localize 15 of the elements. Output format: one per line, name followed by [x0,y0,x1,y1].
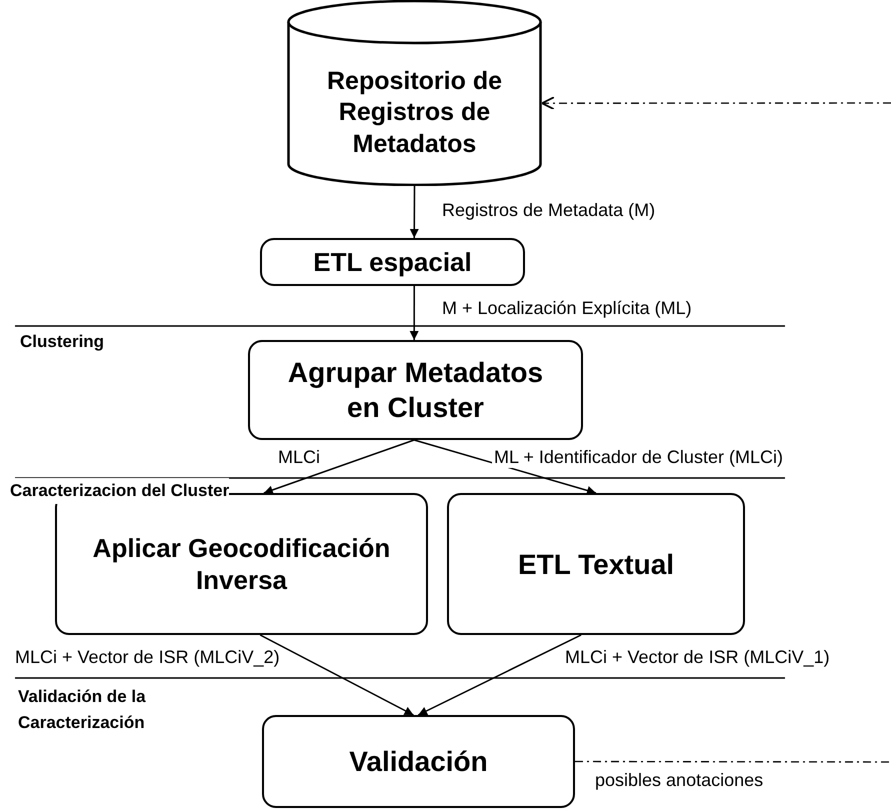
arrow [264,439,414,494]
edge-label: ML + Identificador de Cluster (MLCi) [492,447,785,468]
arrow [260,634,414,716]
arrow [410,186,419,238]
process-box: Agrupar Metadatos en Cluster [248,340,583,440]
section-label: Caracterizacion del Cluster [10,478,230,504]
process-box: Validación [262,715,575,808]
arrow [410,286,419,340]
arrow [414,439,596,495]
process-box: ETL espacial [260,238,525,286]
dash-dot-arrow [541,96,891,110]
database-cylinder: Repositorio de Registros de Metadatos [287,0,542,186]
arrow [418,634,582,716]
process-box: ETL Textual [447,493,745,635]
edge-label: posibles anotaciones [593,770,766,791]
